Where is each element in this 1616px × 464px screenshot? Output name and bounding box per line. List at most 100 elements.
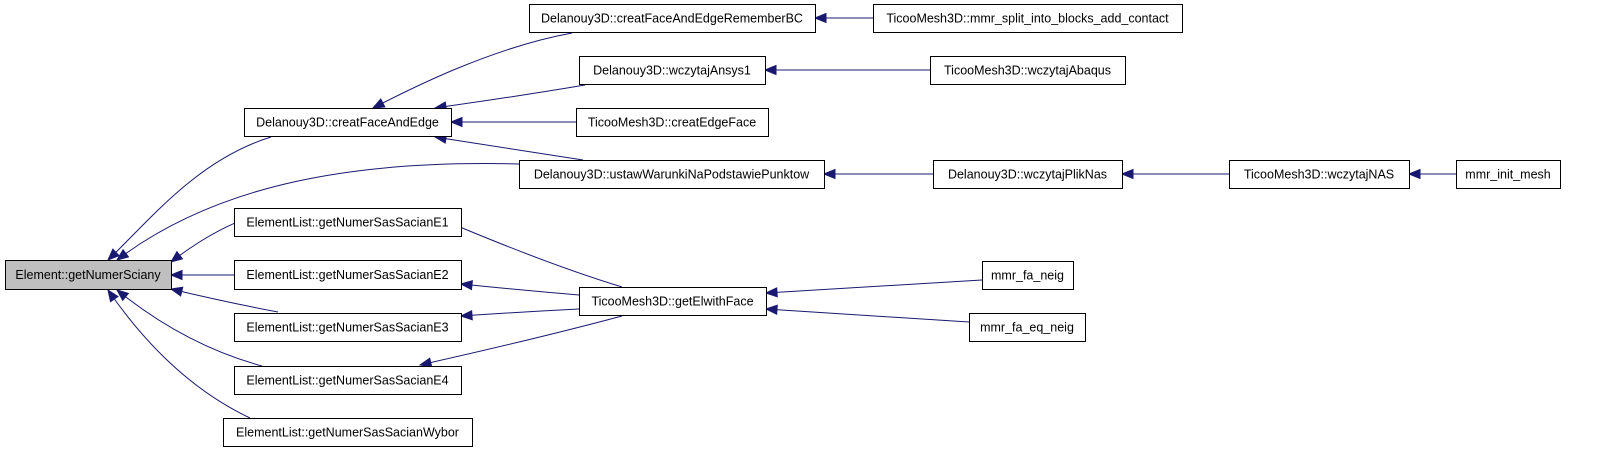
node-label: Delanouy3D::wczytajPlikNas: [948, 168, 1107, 182]
edge-n2-to-n0: [115, 163, 520, 261]
edge-line: [107, 289, 251, 419]
edge-n4-to-n0: [169, 269, 234, 281]
node-n1[interactable]: Delanouy3D::creatFaceAndEdge: [244, 108, 452, 137]
edge-n14-to-n13: [1120, 168, 1229, 180]
edge-line: [116, 163, 520, 261]
edge-line: [434, 84, 586, 109]
edge-line: [372, 32, 573, 109]
edge-line: [434, 136, 584, 161]
node-n8[interactable]: Delanouy3D::creatFaceAndEdgeRememberBC: [529, 4, 816, 33]
node-label: mmr_fa_eq_neig: [980, 321, 1074, 335]
node-label: TicooMesh3D::mmr_split_into_blocks_add_c…: [886, 12, 1169, 26]
node-label: Delanouy3D::wczytajAnsys1: [593, 64, 751, 78]
node-n6[interactable]: ElementList::getNumerSasSacianE4: [234, 366, 462, 395]
arrowhead-icon: [764, 304, 778, 315]
node-n12[interactable]: TicooMesh3D::wczytajAbaqus: [930, 56, 1126, 85]
node-label: ElementList::getNumerSasSacianWybor: [236, 426, 459, 440]
node-box: [930, 56, 1126, 85]
edge-line: [765, 308, 970, 323]
node-box: [1456, 160, 1561, 189]
node-label: Delanouy3D::creatFaceAndEdgeRememberBC: [541, 12, 803, 26]
edge-line: [460, 283, 580, 296]
arrowhead-icon: [459, 279, 473, 291]
edge-n17-to-n16: [764, 279, 983, 298]
edge-n16-to-n4: [459, 279, 580, 296]
node-label: TicooMesh3D::creatEdgeFace: [588, 116, 756, 130]
node-box: [234, 313, 462, 342]
node-label: Element::getNumerSciany: [15, 268, 161, 282]
node-box: [234, 366, 462, 395]
edge-line: [460, 308, 580, 317]
node-box: [933, 160, 1123, 189]
arrowhead-icon: [169, 286, 184, 297]
edge-line: [170, 288, 279, 313]
edge-n13-to-n2: [822, 168, 933, 180]
edge-line: [116, 289, 263, 367]
node-n18[interactable]: mmr_fa_eq_neig: [969, 313, 1086, 342]
node-n5[interactable]: ElementList::getNumerSasSacianE3: [234, 313, 462, 342]
arrowhead-icon: [115, 289, 130, 302]
node-n14[interactable]: TicooMesh3D::wczytajNAS: [1229, 160, 1410, 189]
node-box: [873, 4, 1183, 33]
node-box: [5, 260, 172, 290]
edge-n15-to-n14: [1407, 168, 1456, 180]
node-box: [223, 418, 473, 447]
node-label: ElementList::getNumerSasSacianE1: [246, 216, 448, 230]
node-box: [234, 260, 462, 290]
edge-n11-to-n8: [813, 12, 873, 24]
node-label: Delanouy3D::ustawWarunkiNaPodstawiePunkt…: [534, 168, 810, 182]
edge-n10-to-n1: [449, 116, 576, 128]
node-label: ElementList::getNumerSasSacianE2: [246, 268, 448, 282]
edge-n7-to-n0: [107, 288, 251, 419]
node-n4[interactable]: ElementList::getNumerSasSacianE2: [234, 260, 462, 290]
node-n7[interactable]: ElementList::getNumerSasSacianWybor: [223, 418, 473, 447]
edge-line: [419, 315, 623, 366]
node-n9[interactable]: Delanouy3D::wczytajAnsys1: [579, 56, 766, 85]
edge-n12-to-n9: [763, 64, 930, 76]
arrowhead-icon: [1407, 168, 1421, 180]
arrowhead-icon: [169, 250, 184, 263]
arrowhead-icon: [459, 309, 473, 321]
node-box: [1229, 160, 1410, 189]
node-n2[interactable]: Delanouy3D::ustawWarunkiNaPodstawiePunkt…: [519, 160, 825, 189]
node-box: [982, 261, 1074, 290]
arrowhead-icon: [1120, 168, 1134, 180]
node-n13[interactable]: Delanouy3D::wczytajPlikNas: [933, 160, 1123, 189]
edge-n1-to-n0: [107, 136, 272, 261]
node-n15[interactable]: mmr_init_mesh: [1456, 160, 1561, 189]
node-label: TicooMesh3D::wczytajNAS: [1244, 168, 1394, 182]
node-box: [579, 287, 767, 316]
node-n11[interactable]: TicooMesh3D::mmr_split_into_blocks_add_c…: [873, 4, 1183, 33]
node-label: mmr_fa_neig: [991, 269, 1064, 283]
edge-n8-to-n1: [371, 32, 573, 109]
node-label: mmr_init_mesh: [1465, 168, 1550, 182]
node-label: Delanouy3D::creatFaceAndEdge: [256, 116, 439, 130]
edge-n2-to-n1: [433, 133, 584, 161]
edge-n6-to-n0: [115, 289, 263, 367]
arrowhead-icon: [764, 287, 778, 298]
edge-n9-to-n1: [433, 84, 586, 112]
edge-n16-to-n5: [459, 308, 580, 321]
nodes-layer: Element::getNumerSciany Delanouy3D::creat…: [5, 4, 1561, 447]
node-box: [579, 56, 766, 85]
node-box: [234, 208, 462, 237]
edge-n16-to-n6: [418, 315, 623, 368]
node-n10[interactable]: TicooMesh3D::creatEdgeFace: [576, 108, 769, 137]
edge-n5-to-n0: [169, 286, 279, 313]
node-box: [969, 313, 1086, 342]
node-box: [576, 108, 769, 137]
node-box: [519, 160, 825, 189]
node-n17[interactable]: mmr_fa_neig: [982, 261, 1074, 290]
arrowhead-icon: [813, 12, 827, 24]
node-n0[interactable]: Element::getNumerSciany: [5, 260, 172, 290]
node-n3[interactable]: ElementList::getNumerSasSacianE1: [234, 208, 462, 237]
edges-layer: [107, 12, 1456, 419]
edge-line: [765, 279, 983, 294]
arrowhead-icon: [763, 64, 777, 76]
arrowhead-icon: [449, 116, 463, 128]
node-box: [529, 4, 816, 33]
arrowhead-icon: [822, 168, 836, 180]
node-label: TicooMesh3D::wczytajAbaqus: [944, 64, 1111, 78]
node-label: TicooMesh3D::getElwithFace: [591, 295, 753, 309]
node-n16[interactable]: TicooMesh3D::getElwithFace: [579, 287, 767, 316]
